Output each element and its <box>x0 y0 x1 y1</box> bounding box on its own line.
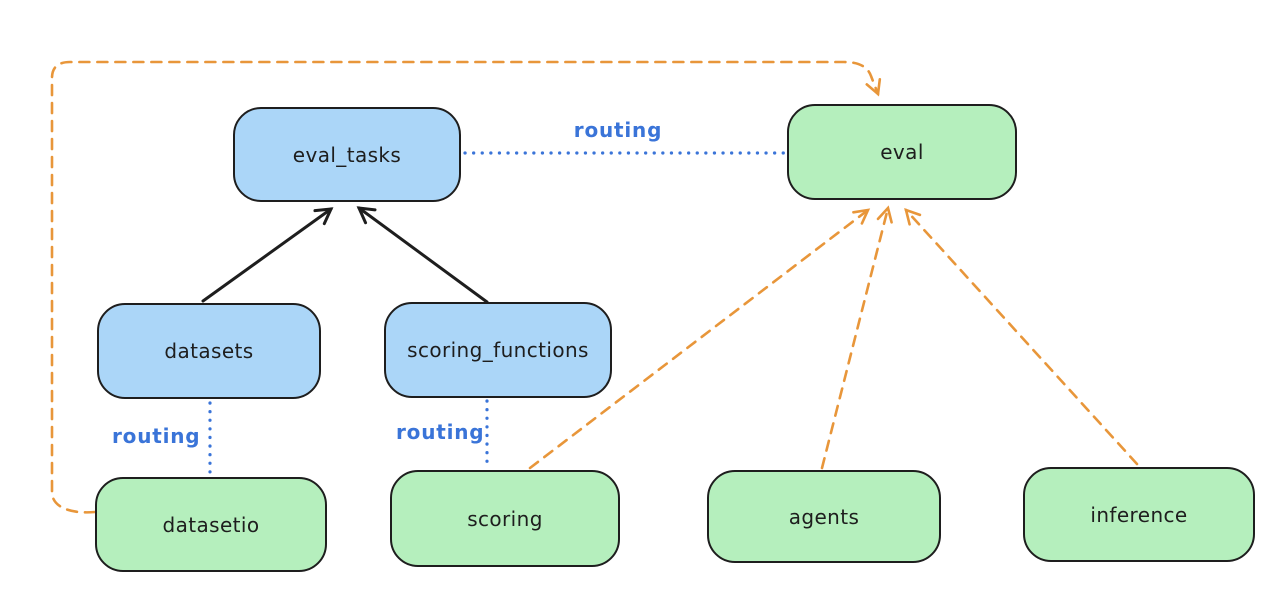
node-scoring-functions: scoring_functions <box>384 302 612 398</box>
node-eval-label: eval <box>880 140 924 164</box>
node-datasetio: datasetio <box>95 477 327 572</box>
edge-datasetio-to-eval <box>50 60 882 514</box>
node-eval-tasks-label: eval_tasks <box>292 142 402 167</box>
node-inference-label: inference <box>1090 502 1188 527</box>
edge-label-routing-datasets: routing <box>112 424 201 448</box>
edge-datasets-to-eval-tasks <box>201 207 334 303</box>
node-datasets: datasets <box>97 303 321 399</box>
node-inference: inference <box>1023 467 1255 562</box>
edge-label-routing-scoring: routing <box>396 420 485 444</box>
edge-label-routing-top: routing <box>573 118 663 142</box>
edge-scoring-functions-to-eval-tasks <box>356 206 489 304</box>
node-agents-label: agents <box>788 504 860 529</box>
edge-agents-to-eval <box>820 205 893 470</box>
node-eval: eval <box>787 104 1017 200</box>
node-datasetio-label: datasetio <box>162 512 260 537</box>
node-datasets-label: datasets <box>164 339 254 363</box>
node-eval-tasks: eval_tasks <box>233 107 461 202</box>
edge-scoring-to-eval <box>528 208 871 470</box>
edge-inference-to-eval <box>904 207 1139 466</box>
node-scoring-functions-label: scoring_functions <box>407 338 589 362</box>
node-scoring: scoring <box>390 470 620 567</box>
node-scoring-label: scoring <box>467 506 543 531</box>
node-agents: agents <box>707 470 941 563</box>
